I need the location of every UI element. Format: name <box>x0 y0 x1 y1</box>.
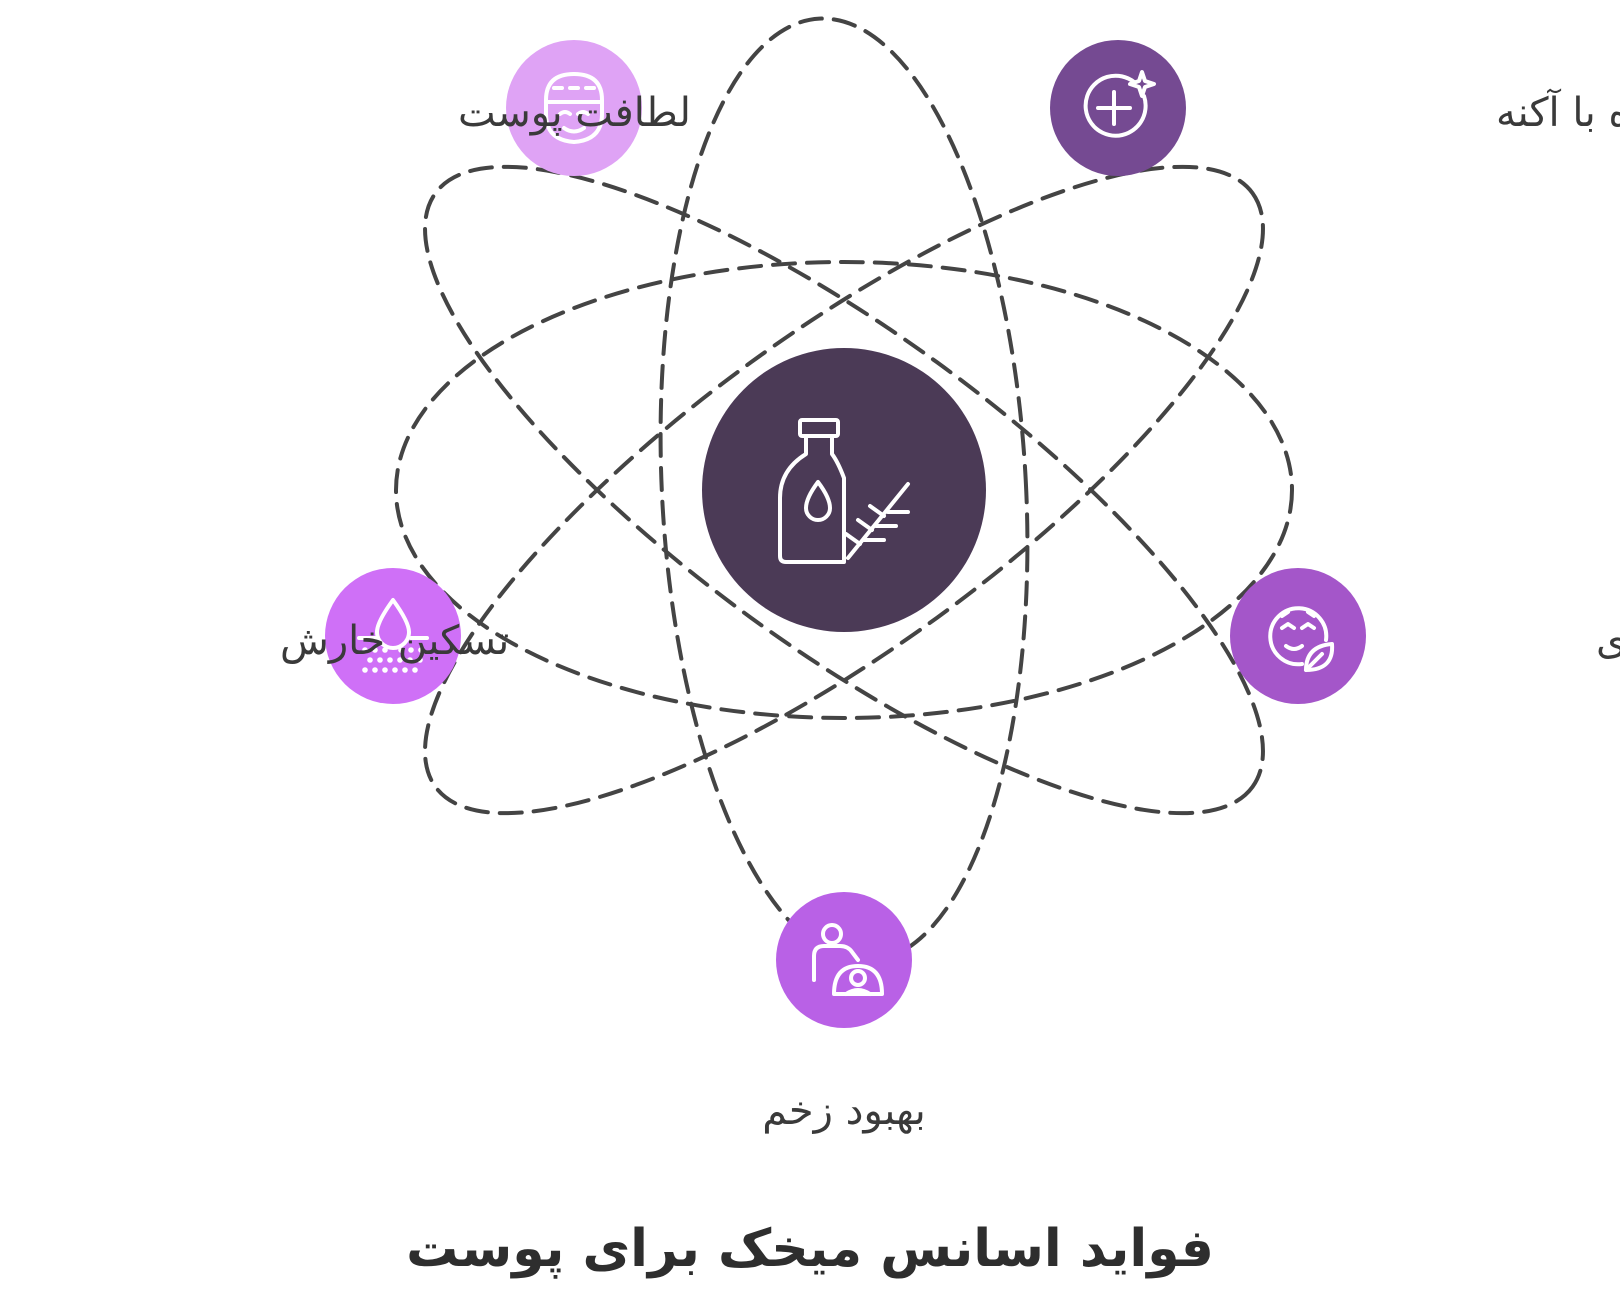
diagram-title: فواید اسانس میخک برای پوست <box>406 1219 1214 1279</box>
node-label-itch-relief: تسکین خارش <box>280 618 509 664</box>
orbits <box>394 16 1294 964</box>
node-circle-anti-aging <box>1230 568 1366 704</box>
node-label-skin-softness: لطافت پوست <box>458 90 691 136</box>
center-hub <box>702 348 986 632</box>
node-circle-skin-softness <box>506 40 642 176</box>
skin-care-plus-icon <box>1083 70 1156 138</box>
wound-healing-icon <box>812 923 884 996</box>
node-label-acne-fighting: مبارزه با آکنه <box>1496 88 1620 136</box>
node-skin-softness: لطافت پوست <box>458 40 691 176</box>
node-circle-wound-healing <box>776 892 912 1028</box>
skin-layer-drop-icon <box>357 598 429 673</box>
node-anti-aging: ضد پیری <box>1230 568 1620 704</box>
node-circle-itch-relief <box>325 568 461 704</box>
clove-oil-bottle-icon <box>778 418 910 564</box>
orbit-diagonal-right <box>423 164 1265 816</box>
node-itch-relief: تسکین خارش <box>280 568 509 704</box>
face-mask-icon <box>544 72 604 144</box>
node-wound-healing: بهبود زخم <box>762 892 926 1134</box>
natural-face-leaf-icon <box>1268 606 1335 672</box>
orbit-diagonal-left <box>423 164 1265 816</box>
node-label-wound-healing: بهبود زخم <box>762 1088 926 1134</box>
node-label-anti-aging: ضد پیری <box>1596 618 1620 664</box>
orbit-horizontal <box>394 260 1294 720</box>
orbit-vertical <box>658 16 1030 964</box>
node-acne-fighting: مبارزه با آکنه <box>1050 40 1620 176</box>
